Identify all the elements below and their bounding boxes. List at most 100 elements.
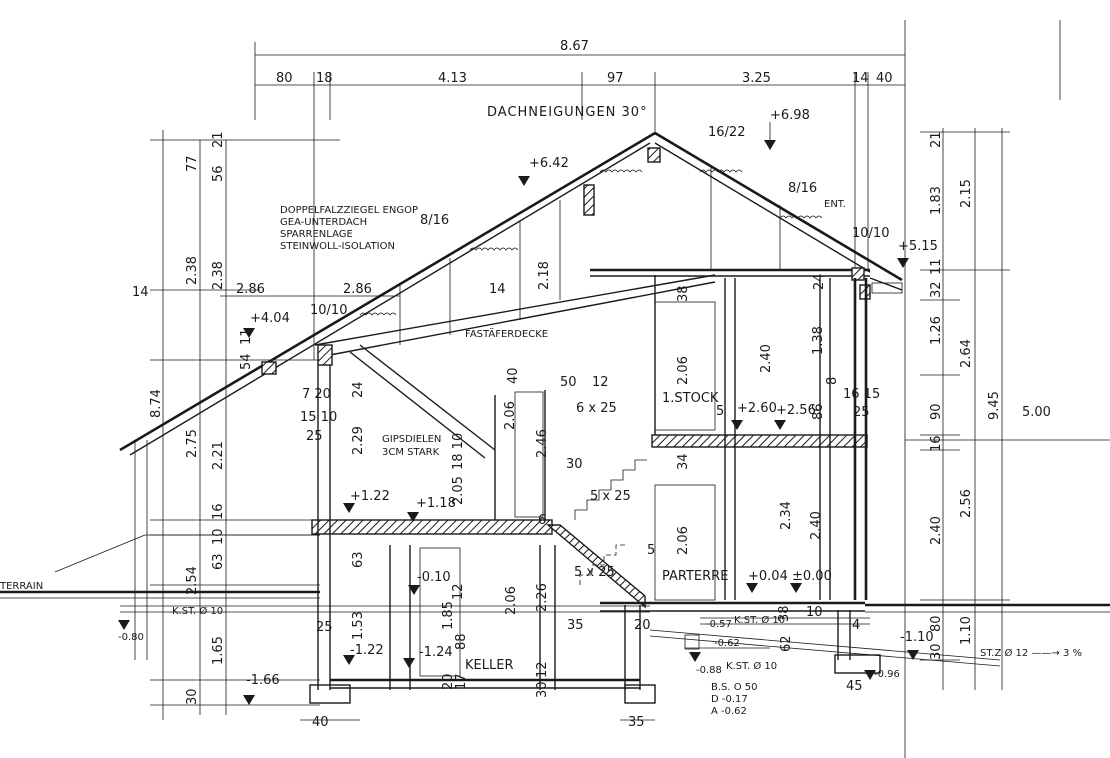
level-eave-left: +4.04 [250, 311, 290, 326]
level-pipe-d: -0.57 [706, 619, 732, 630]
level-floor1b: +2.56 [776, 403, 816, 418]
eave-label-right: 10/10 [852, 226, 889, 241]
left-dim-77: 77 [185, 155, 200, 172]
left-dim-21: 21 [211, 131, 226, 148]
left-dim-286a: 2.86 [236, 282, 265, 297]
inner-dim-14: 14 [489, 282, 506, 297]
inner-dim-229: 2.29 [351, 426, 366, 455]
roof-note-4: STEINWOLL-ISOLATION [280, 241, 395, 252]
inner-dim-24b: 24 [351, 381, 366, 398]
level-pipe-e: -0.62 [714, 638, 740, 649]
inner-dim-246: 2.46 [535, 429, 550, 458]
inner-dim-7-20: 7 20 [302, 387, 331, 402]
left-dim-165: 1.65 [211, 636, 226, 665]
pipe-label-left: K.ST. Ø 10 [172, 605, 223, 617]
inner-dim-25: 25 [853, 405, 870, 420]
level-floor1: +2.60 [737, 401, 777, 416]
inner-dim-8: 8 [825, 377, 840, 385]
inner-dim-40: 40 [506, 367, 521, 384]
inner-dim-20: 20 [441, 673, 456, 690]
inner-dim-35: 35 [567, 618, 584, 633]
stock-label: 1.STOCK [662, 391, 719, 406]
inner-dim-86: 86 [811, 403, 826, 420]
level-mezz-a: +1.22 [350, 489, 390, 504]
left-dim-54: 54 [239, 353, 254, 370]
inner-dim-185: 1.85 [441, 601, 456, 630]
inner-dim-35b: 35 [628, 715, 645, 730]
parterre-label: PARTERRE [662, 569, 728, 584]
roof-pitch-title: DACHNEIGUNGEN 30° [487, 105, 648, 120]
eave-label-left: 10/10 [310, 303, 347, 318]
roof [119, 131, 903, 660]
inner-dim-34: 34 [676, 453, 691, 470]
right-dimension-lines [920, 128, 1010, 690]
right-dim-110: 1.10 [959, 616, 974, 645]
level-mezz-b: +1.18 [416, 496, 456, 511]
top-dim-413: 4.13 [438, 71, 467, 86]
gips-label-2: 3CM STARK [382, 447, 440, 458]
left-dim-275: 2.75 [185, 429, 200, 458]
inner-dim-10: 10 [806, 605, 823, 620]
right-dim-240: 2.40 [929, 516, 944, 545]
level-found-left: -1.66 [246, 673, 280, 688]
inner-dim-4: 4 [852, 618, 860, 633]
top-dim-40: 40 [876, 71, 893, 86]
right-dim-264: 2.64 [959, 339, 974, 368]
top-dim-18: 18 [316, 71, 333, 86]
structure [0, 275, 1110, 704]
inner-dim-138: 1.38 [811, 326, 826, 355]
inner-dim-240a: 2.40 [759, 344, 774, 373]
inner-dim-240b: 2.40 [809, 511, 824, 540]
rafter-label-right: 8/16 [788, 181, 817, 196]
right-dim-30: 30 [929, 643, 944, 660]
pipe-label-mid: K.ST. Ø 10 [734, 614, 785, 626]
inner-dim-5b: 5 [647, 543, 655, 558]
level-eave-right: +5.15 [898, 239, 938, 254]
inner-dim-38: 38 [676, 285, 691, 302]
level-pipe-a: -0.80 [118, 632, 144, 643]
left-dim-16: 16 [211, 503, 226, 520]
left-dim-40: 40 [312, 715, 329, 730]
level-markers [118, 122, 919, 705]
left-dim-63: 63 [211, 553, 226, 570]
right-dim-90: 90 [929, 403, 944, 420]
inner-dim-234: 2.34 [779, 501, 794, 530]
roof-note-3: SPARRENLAGE [280, 229, 353, 240]
level-pipe-c: -0.96 [874, 669, 900, 680]
level-cellar-b: -1.22 [350, 643, 384, 658]
keller-label: KELLER [465, 658, 513, 673]
overall-width-dim: 8.67 [560, 39, 589, 54]
right-dim-500: 5.00 [1022, 405, 1051, 420]
inner-dim-17: 17 [454, 673, 469, 690]
bso-label: B.S. O 50 [711, 682, 758, 693]
right-dim-183: 1.83 [929, 186, 944, 215]
right-dim-80: 80 [929, 615, 944, 632]
level-cellar-a: -0.10 [417, 570, 451, 585]
inner-dim-6: 6 [538, 513, 546, 528]
inner-dim-12c: 12 [535, 661, 550, 678]
inner-dim-38b: 38 [777, 605, 792, 622]
ent-label: ENT. [824, 199, 846, 210]
left-dim-25a: 25 [306, 429, 323, 444]
inner-dim-50: 50 [560, 375, 577, 390]
inner-dim-206d: 2.06 [676, 526, 691, 555]
right-dim-45: 45 [846, 679, 863, 694]
inner-dim-206a: 2.06 [503, 401, 518, 430]
left-dimension-lines [150, 130, 655, 721]
level-pipe-b: -0.88 [696, 665, 722, 676]
inner-dim-12b: 12 [451, 583, 466, 600]
level-upper: +6.42 [529, 156, 569, 171]
d-label: D -0.17 [711, 694, 748, 705]
inner-dim-5x25a: 5 x 25 [590, 489, 631, 504]
level-cellar-c: -1.24 [419, 645, 453, 660]
inner-dim-63: 63 [351, 551, 366, 568]
right-dim-32: 32 [929, 281, 944, 298]
right-dim-126: 1.26 [929, 316, 944, 345]
right-dim-215: 2.15 [959, 179, 974, 208]
inner-dim-206c: 2.06 [676, 356, 691, 385]
inner-dim-5: 5 [716, 404, 724, 419]
inner-dim-205: 2.05 [451, 476, 466, 505]
inner-dim-24: 24 [812, 273, 827, 290]
left-dim-286b: 2.86 [343, 282, 372, 297]
